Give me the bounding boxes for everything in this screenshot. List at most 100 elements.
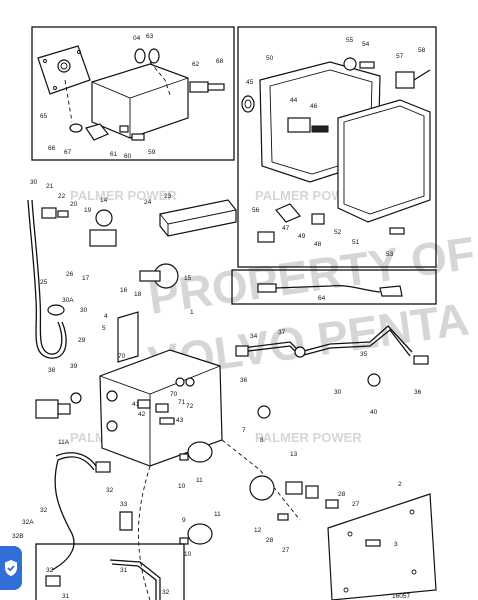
part-label: 52 xyxy=(334,229,342,236)
part-label: 04 xyxy=(133,35,141,42)
pipe-35 xyxy=(235,325,429,387)
part-label: 61 xyxy=(110,151,118,158)
part-label: 36 xyxy=(240,377,248,384)
inset-bottom-pipe xyxy=(35,543,185,600)
part-label: 40 xyxy=(370,409,378,416)
part-label: 53 xyxy=(386,251,394,258)
part-label: 27 xyxy=(282,547,290,554)
part-label: 39 xyxy=(70,363,78,370)
part-label: 48 xyxy=(314,241,322,248)
part-label: 62 xyxy=(192,61,200,68)
part-label: 68 xyxy=(216,58,224,65)
watermark-text: PALMER POWER xyxy=(70,188,177,203)
part-label: 35 xyxy=(360,351,368,358)
lower-parts xyxy=(51,405,437,600)
part-label: 46 xyxy=(310,103,318,110)
part-label: 18 xyxy=(134,291,142,298)
part-label: 17 xyxy=(82,275,90,282)
part-label: 45 xyxy=(246,79,254,86)
part-label: 3 xyxy=(394,541,398,548)
part-label: 59 xyxy=(148,149,156,156)
part-label: 30 xyxy=(334,389,342,396)
part-label: 25 xyxy=(40,279,48,286)
part-label: 15 xyxy=(184,275,192,282)
part-label: 10 xyxy=(184,551,192,558)
part-label: 11 xyxy=(196,477,203,484)
part-label: 64 xyxy=(318,295,326,302)
main-enclosure xyxy=(99,311,301,600)
part-label: 22 xyxy=(58,193,66,200)
inset-cable xyxy=(231,269,437,305)
part-label: 31 xyxy=(62,593,70,600)
part-label: 5 xyxy=(102,325,106,332)
part-label: 58 xyxy=(418,47,426,54)
part-label: 30A xyxy=(62,297,74,304)
part-label: 9 xyxy=(182,517,186,524)
verified-badge[interactable] xyxy=(0,546,22,590)
part-label: 55 xyxy=(346,37,354,44)
part-label: 28 xyxy=(266,537,274,544)
part-label: 37 xyxy=(278,329,286,336)
part-label: 32 xyxy=(40,507,48,514)
part-label: 67 xyxy=(64,149,72,156)
part-label: 23 xyxy=(164,193,172,200)
part-label: 57 xyxy=(396,53,404,60)
shield-check-icon xyxy=(5,560,17,576)
part-label: 2 xyxy=(398,481,402,488)
part-label: 4 xyxy=(104,313,108,320)
part-label: 34 xyxy=(250,333,258,340)
part-label: 71 xyxy=(178,399,186,406)
left-parts xyxy=(27,199,237,419)
part-label: 43 xyxy=(176,417,184,424)
part-label: 38 xyxy=(48,367,56,374)
part-label: 32 xyxy=(46,567,54,574)
part-label: 56 xyxy=(252,207,260,214)
part-label: 66 xyxy=(48,145,56,152)
part-label: 32A xyxy=(22,519,34,526)
part-label: 10 xyxy=(178,483,186,490)
part-label: 29 xyxy=(78,337,86,344)
part-label: 60 xyxy=(124,153,132,160)
part-label: 32 xyxy=(162,589,170,596)
part-label: 70 xyxy=(170,391,178,398)
part-label: 24 xyxy=(144,199,152,206)
part-label: 33 xyxy=(120,501,128,508)
part-label: 11A xyxy=(58,439,70,446)
drawing-number: 16057 xyxy=(392,593,410,600)
part-label: 26 xyxy=(66,271,74,278)
part-label: 50 xyxy=(266,55,274,62)
part-labels: 04 63 62 68 65 66 67 61 60 59 50 55 54 5… xyxy=(12,33,426,600)
part-label: 32B xyxy=(12,533,24,540)
watermark-text: PALMER POWER xyxy=(255,430,362,445)
part-label: 63 xyxy=(146,33,154,40)
part-label: 13 xyxy=(290,451,298,458)
part-label: 8 xyxy=(260,437,264,444)
part-label: 36 xyxy=(414,389,422,396)
part-label: 41 xyxy=(132,401,140,408)
part-label: 19 xyxy=(84,207,92,214)
part-label: 7 xyxy=(242,427,246,434)
part-label: 47 xyxy=(282,225,290,232)
part-label: 16 xyxy=(120,287,128,294)
part-label: 21 xyxy=(46,183,54,190)
part-label: 28 xyxy=(338,491,346,498)
part-label: 51 xyxy=(352,239,360,246)
part-label: 44 xyxy=(290,97,298,104)
part-label: 1 xyxy=(190,309,194,316)
part-label: 70 xyxy=(118,353,126,360)
part-label: 14 xyxy=(100,197,108,204)
part-label: 54 xyxy=(362,41,370,48)
part-label: 30 xyxy=(80,307,88,314)
part-label: 20 xyxy=(70,201,78,208)
watermark-text: PALMER POWER xyxy=(255,188,362,203)
inset-mounting-box xyxy=(31,26,235,161)
part-label: 65 xyxy=(40,113,48,120)
part-label: 11 xyxy=(214,511,221,518)
part-label: 27 xyxy=(352,501,360,508)
part-label: 72 xyxy=(186,403,194,410)
part-label: 31 xyxy=(120,567,128,574)
inset-control-box xyxy=(237,26,437,268)
part-label: 12 xyxy=(254,527,262,534)
part-label: 32 xyxy=(106,487,114,494)
